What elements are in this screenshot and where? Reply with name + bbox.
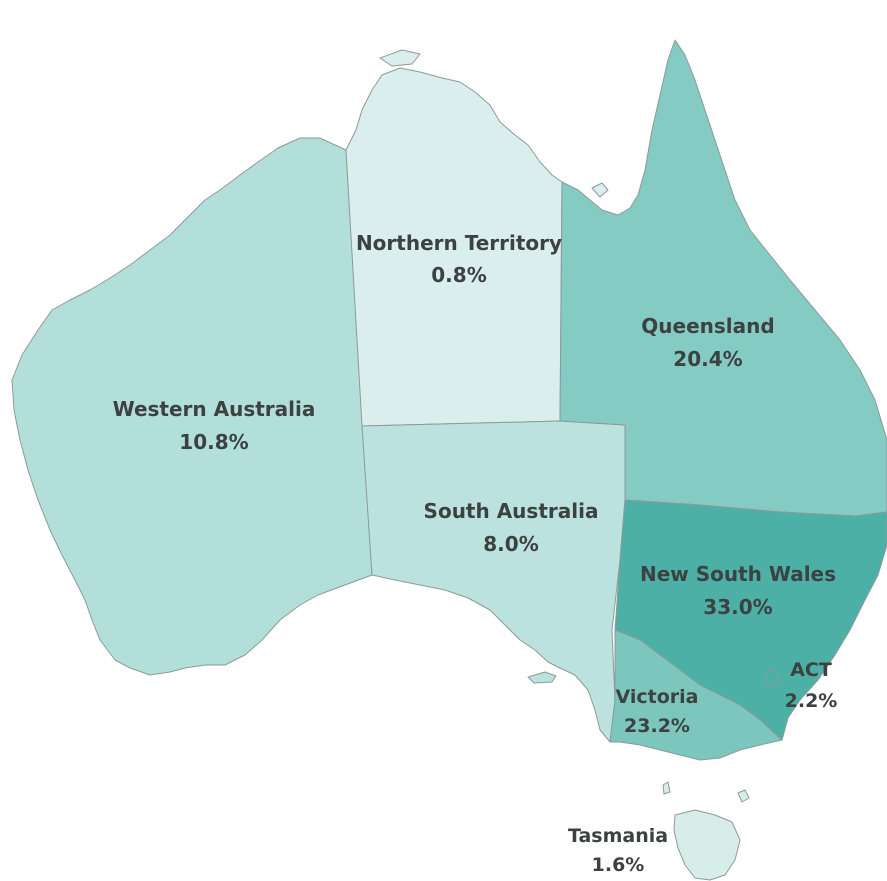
label-western-australia-name: Western Australia [113,397,316,421]
label-northern-territory-value: 0.8% [431,263,486,287]
label-new-south-wales-value: 33.0% [703,595,772,619]
region-south-australia[interactable] [361,420,626,743]
label-new-south-wales-name: New South Wales [640,562,836,586]
label-tasmania-name: Tasmania [568,825,668,847]
label-act-value: 2.2% [785,690,838,712]
label-western-australia-value: 10.8% [179,430,248,454]
island-melville [379,49,421,67]
label-queensland-value: 20.4% [673,347,742,371]
region-tasmania[interactable] [673,809,741,881]
label-victoria-value: 23.2% [624,715,690,737]
region-victoria[interactable] [609,629,783,761]
region-western-australia[interactable] [11,137,373,676]
label-south-australia-name: South Australia [424,499,599,523]
label-act-name: ACT [790,659,832,681]
island-king [662,781,671,795]
label-south-australia-value: 8.0% [483,532,538,556]
label-queensland-name: Queensland [641,314,774,338]
region-act[interactable] [764,669,780,689]
label-tasmania-value: 1.6% [592,854,645,876]
label-victoria-name: Victoria [616,686,699,708]
island-kangaroo [527,671,557,684]
island-flinders [737,789,750,803]
label-northern-territory-name: Northern Territory [356,231,562,255]
region-northern-territory[interactable] [345,67,563,427]
island-groote [591,182,609,198]
